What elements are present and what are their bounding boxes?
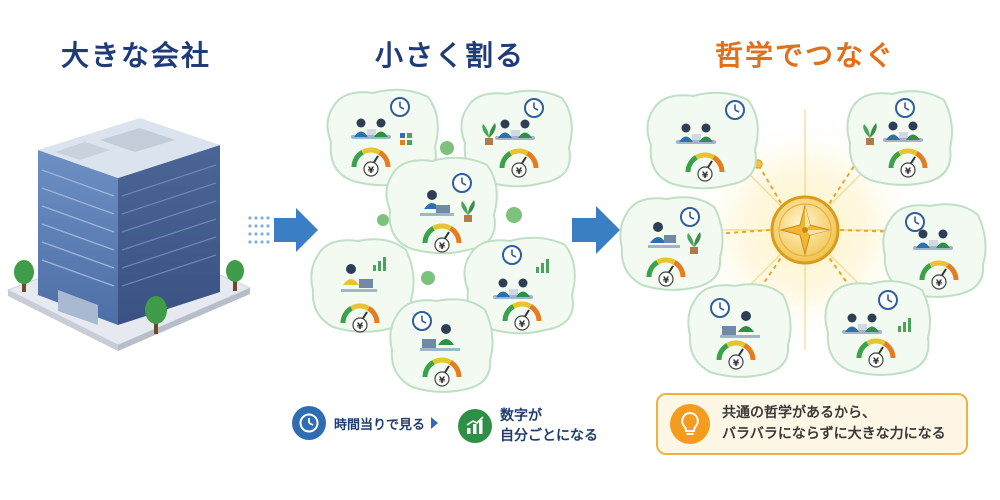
unit-cell [463, 236, 576, 335]
tree-icon [145, 296, 167, 334]
legend-numbers-personal: 数字が 自分ごとになる [458, 403, 598, 449]
legend-time-per-hour: 時間当りで見る [292, 405, 439, 441]
compass-icon [770, 195, 840, 265]
spark-dot [440, 141, 454, 155]
tree-icon [226, 260, 244, 291]
tree-icon [14, 260, 34, 292]
heading-split-small: 小さく割る [374, 39, 525, 72]
yen-icon: ¥ [733, 359, 740, 369]
yen-icon: ¥ [368, 166, 375, 176]
legend-time-text: 時間当りで見る [334, 417, 426, 433]
transition-arrow-split [248, 208, 318, 252]
unit-cell [389, 298, 494, 393]
spark-dot [377, 214, 389, 226]
yen-icon: ¥ [519, 320, 526, 330]
large-company-building [6, 118, 252, 351]
yen-icon: ¥ [439, 376, 446, 386]
bar-chart-icon [458, 409, 492, 443]
yen-icon: ¥ [873, 357, 880, 367]
yen-icon: ¥ [663, 276, 670, 286]
yen-icon: ¥ [516, 167, 523, 177]
transition-arrow-connect [572, 206, 620, 254]
yen-icon: ¥ [936, 279, 943, 289]
legend-number-line1: 数字が [500, 408, 542, 424]
unit-cell [646, 91, 759, 190]
note-line1: 共通の哲学があるから、 [722, 405, 876, 421]
lightbulb-icon [670, 404, 710, 444]
philosophy-network [619, 90, 987, 378]
building-entrance [58, 290, 98, 325]
yen-icon: ¥ [357, 322, 364, 332]
unit-cell [460, 89, 573, 188]
yen-icon: ¥ [905, 167, 912, 177]
unit-cell [824, 280, 931, 376]
heading-large-company: 大きな会社 [60, 39, 211, 72]
split-units-group [310, 88, 576, 393]
unit-cell [687, 283, 792, 378]
yen-gauge-labels: ¥ ¥ ¥ ¥ ¥ ¥ ¥ ¥ ¥ ¥ ¥ ¥ [357, 166, 943, 386]
note-line2: バラバラにならずに大きな力になる [722, 426, 946, 442]
legend-number-line2: 自分ごとになる [500, 428, 598, 444]
unit-cell [882, 203, 987, 298]
heading-connect-philosophy: 哲学でつなぐ [714, 39, 895, 72]
legend-arrow-icon [431, 417, 439, 429]
yen-icon: ¥ [439, 242, 446, 252]
philosophy-note-box: 共通の哲学があるから、 バラバラにならずに大きな力になる [656, 393, 968, 455]
yen-icon: ¥ [702, 171, 709, 181]
unit-cell [846, 90, 953, 186]
unit-cell [385, 156, 498, 253]
unit-cell [619, 196, 724, 291]
spark-dot [506, 207, 522, 223]
spark-dot [421, 271, 435, 285]
clock-icon [292, 406, 326, 440]
